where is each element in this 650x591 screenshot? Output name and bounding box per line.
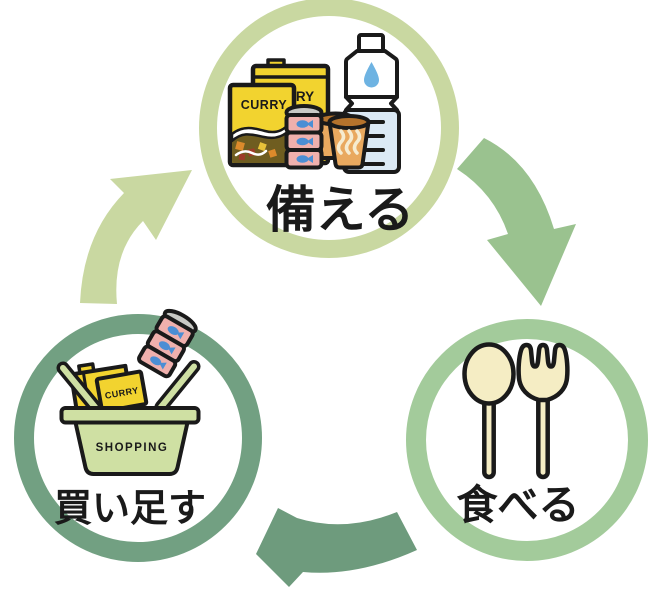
cup-rim xyxy=(327,114,371,130)
cycle-arrows xyxy=(80,138,576,587)
handle-fill xyxy=(158,363,197,410)
steam-marks xyxy=(336,129,362,155)
cycle-node-prepare: RY CURRY xyxy=(199,0,459,258)
fork-head xyxy=(516,342,570,403)
chunk xyxy=(238,153,246,161)
basket-label: SHOPPING xyxy=(96,442,169,454)
fork-icon xyxy=(516,342,570,480)
spoon-bowl xyxy=(462,342,516,406)
steam xyxy=(336,129,346,155)
curry-back-label: RY xyxy=(296,89,314,104)
curry-front-label: CURRY xyxy=(241,98,288,112)
restock-label: 買い足す xyxy=(54,488,206,530)
water-drop-icon xyxy=(364,62,379,88)
curry-box-front: CURRY xyxy=(227,82,297,168)
chunk xyxy=(268,148,278,158)
prepare-label: 備える xyxy=(266,182,415,238)
canned-fish-stack-icon xyxy=(287,106,322,168)
handle-fill xyxy=(60,365,98,410)
steam xyxy=(352,129,362,155)
basket-handle-right xyxy=(154,360,201,414)
basket-handle-left xyxy=(56,361,102,414)
cup-front-icon xyxy=(327,114,371,170)
basket-body xyxy=(73,420,190,476)
chunk xyxy=(257,142,267,152)
emergency-food-icon: RY CURRY xyxy=(227,33,401,174)
arrow-prepare-to-eat xyxy=(457,138,576,306)
eat-label: 食べる xyxy=(457,482,580,528)
curry-chunks xyxy=(235,141,278,161)
rice-squiggle xyxy=(234,149,268,157)
spoon-fork-icon xyxy=(462,342,570,480)
arrow-restock-to-prepare xyxy=(80,170,192,304)
steam xyxy=(344,129,354,155)
basket-rim xyxy=(59,406,201,425)
cycle-node-eat: 食べる xyxy=(406,319,648,561)
shopping-basket-icon: CURRY SHOPPING xyxy=(56,307,201,476)
basket-curry-box-front: CURRY xyxy=(94,369,149,414)
arrow-eat-to-restock xyxy=(256,508,417,587)
fork-handle xyxy=(536,390,550,480)
spoon-icon xyxy=(462,342,516,480)
cycle-node-restock: CURRY SHOPPING 買い足す xyxy=(14,307,262,562)
chunk xyxy=(235,141,245,151)
bottle-cap xyxy=(357,33,385,53)
